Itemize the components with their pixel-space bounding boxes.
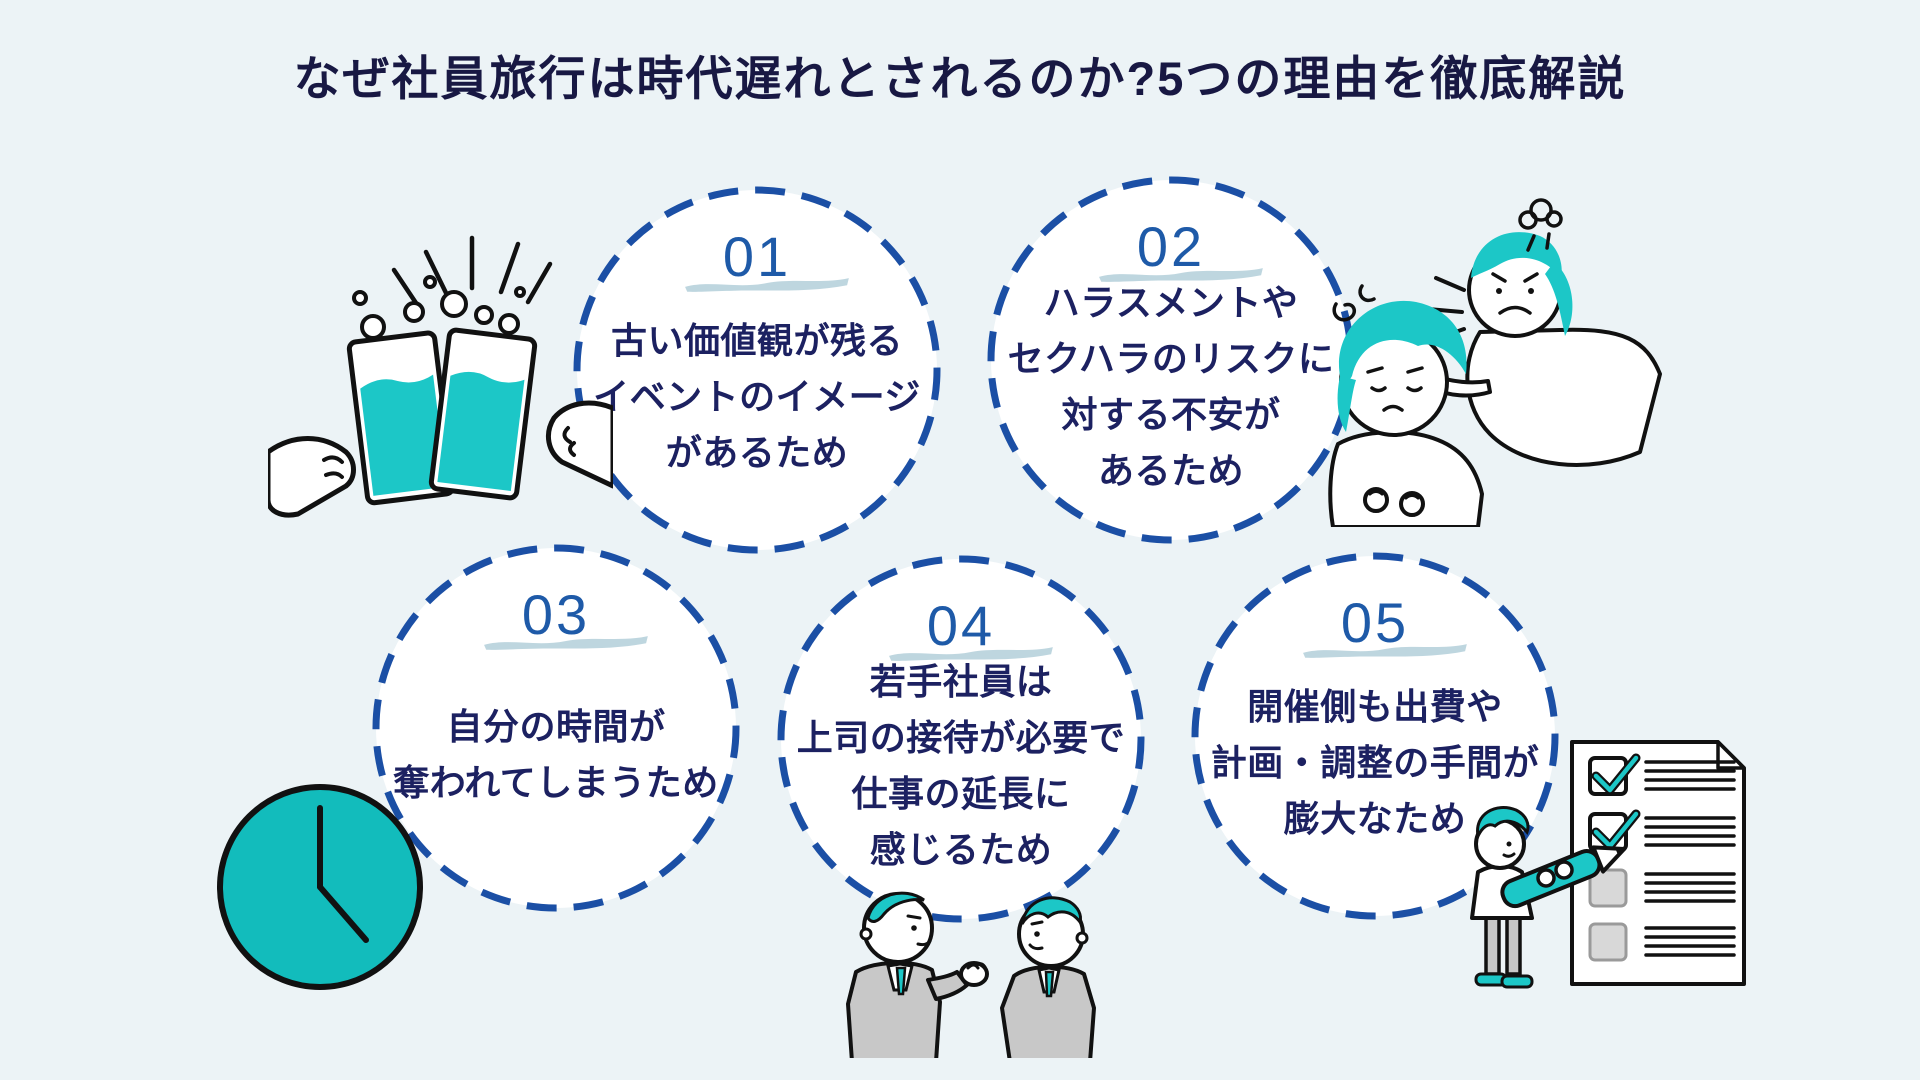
reason-circle-02: 02 ハラスメントや セクハラのリスクに 対する不安が あるため xyxy=(984,173,1358,547)
beer-toast-illustration xyxy=(268,235,613,518)
reason-number: 05 xyxy=(1340,591,1410,654)
stressed-women-illustration xyxy=(1328,198,1662,527)
reason-text-line: イベントのイメージ xyxy=(593,376,921,418)
reason-text-line: 仕事の延長に xyxy=(851,773,1071,814)
reason-text-line: 奪われてしまうため xyxy=(393,762,719,803)
reason-circle-05: 05 開催側も出費や 計画・調整の手間が 膨大なため xyxy=(1188,549,1562,923)
reason-number: 02 xyxy=(1136,215,1206,278)
reason-circle-04: 04 若手社員は 上司の接待が必要で 仕事の延長に 感じるため xyxy=(774,552,1148,926)
reason-text-line: 若手社員は xyxy=(869,661,1053,703)
number-brush-underline-icon xyxy=(889,647,1053,661)
clock-hour-hand xyxy=(317,884,369,943)
reason-text: 若手社員は 上司の接待が必要で 仕事の延長に 感じるため xyxy=(797,648,1126,926)
reason-text-line: あるため xyxy=(1097,449,1244,491)
reason-text-line: 上司の接待が必要で xyxy=(796,717,1126,759)
businessmen-talking-illustration xyxy=(846,891,1096,1058)
reason-text-line: 開催側も出費や xyxy=(1247,686,1503,728)
reason-text: 開催側も出費や 計画・調整の手間が 膨大なため xyxy=(1211,645,1540,923)
reason-text: 自分の時間が 奪われてしまうため xyxy=(393,637,719,915)
clock-illustration xyxy=(217,784,423,990)
page-title: なぜ社員旅行は時代遅れとされるのか?5つの理由を徹底解説 xyxy=(293,52,1627,105)
reason-text: 古い価値観が残る イベントのイメージ があるため xyxy=(593,279,921,557)
reason-text: ハラスメントや セクハラのリスクに 対する不安が あるため xyxy=(1008,269,1335,547)
reason-text-line: ハラスメントや xyxy=(1043,282,1299,324)
number-brush-underline-icon xyxy=(685,278,849,292)
reason-text-line: 対する不安が xyxy=(1061,394,1281,435)
number-brush-underline-icon xyxy=(1303,644,1467,658)
reason-text-line: 計画・調整の手間が xyxy=(1210,742,1540,784)
reason-number: 04 xyxy=(926,594,996,657)
reason-text-line: 膨大なため xyxy=(1283,797,1467,839)
reason-text-line: 古い価値観が残る xyxy=(610,320,903,362)
reason-circle-01: 01 古い価値観が残る イベントのイメージ があるため xyxy=(570,183,944,557)
reason-text-line: 感じるため xyxy=(869,828,1053,870)
reason-number: 01 xyxy=(722,225,792,288)
reason-text-line: セクハラのリスクに xyxy=(1007,338,1335,380)
reason-number: 03 xyxy=(521,583,591,646)
checklist-person-illustration xyxy=(1470,740,1746,989)
number-brush-underline-icon xyxy=(484,636,648,650)
reason-circle-03: 03 自分の時間が 奪われてしまうため xyxy=(369,541,743,915)
number-brush-underline-icon xyxy=(1099,268,1263,282)
reason-text-line: があるため xyxy=(665,431,849,473)
reason-text-line: 自分の時間が xyxy=(446,706,666,748)
